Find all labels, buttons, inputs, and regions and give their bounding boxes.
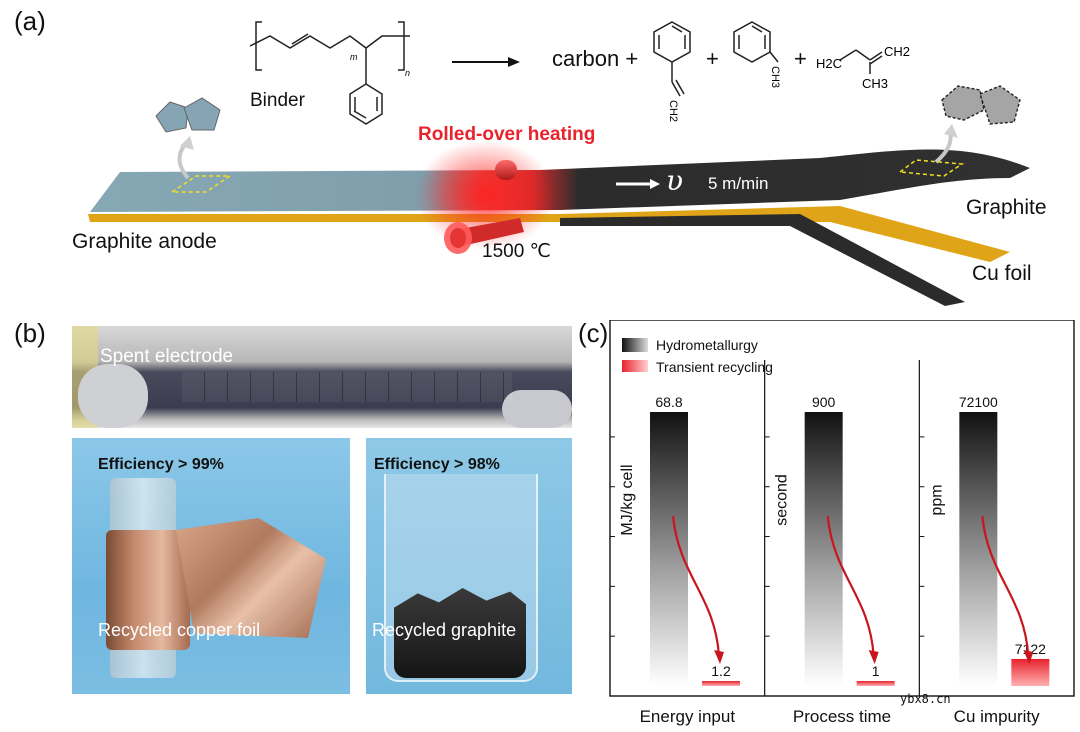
legend-label-transient: Transient recycling	[656, 359, 773, 375]
panel-a-label: (a)	[14, 6, 46, 36]
watermark: ybx8.cn	[900, 692, 951, 706]
binder-molecule-icon	[155, 97, 221, 133]
graphite-strip-branch	[560, 214, 965, 306]
copper-caption: Recycled copper foil	[98, 620, 261, 640]
binder-structure	[249, 21, 410, 125]
graphite-pieces	[394, 588, 526, 678]
roller-bottom	[444, 218, 524, 254]
binder-label: Binder	[250, 90, 305, 111]
speed-value: 5 m/min	[708, 174, 769, 193]
bar-label-hydro-1: 900	[812, 394, 836, 410]
bar-label-hydro-2: 72100	[959, 394, 998, 410]
category-label-2: Cu impurity	[954, 707, 1040, 726]
bar-label-transient-0: 1.2	[711, 663, 731, 679]
reduction-arrowhead-1	[868, 650, 879, 664]
bar-transient-2	[1011, 658, 1050, 686]
reduction-arrow-1	[826, 516, 875, 657]
isoprene-ch2: CH2	[884, 44, 910, 59]
bar-transient-0	[702, 681, 740, 686]
category-label-1: Process time	[793, 707, 891, 726]
legend-swatch-transient	[622, 360, 648, 372]
bar-label-transient-2: 7122	[1015, 641, 1046, 657]
graphite-anode-label: Graphite anode	[72, 230, 217, 253]
glove-right	[502, 390, 572, 428]
bar-label-transient-1: 1	[872, 663, 880, 679]
legend-swatch-hydro	[622, 338, 648, 352]
bar-transient-1	[856, 681, 895, 686]
graphite-photo: Efficiency > 98% Recycled graphite	[366, 438, 572, 694]
glove-left	[78, 364, 148, 428]
spent-electrode-photo: Spent electrode	[72, 326, 572, 428]
reduction-arrow-2	[981, 516, 1030, 657]
roller-top	[495, 160, 517, 180]
speed-symbol: υ	[666, 164, 684, 197]
copper-foil-photo: Efficiency > 99% Recycled copper foil	[72, 438, 350, 694]
y-axis-label-0: MJ/kg cell	[619, 464, 636, 535]
graphite-caption: Recycled graphite	[372, 620, 517, 640]
category-label-0: Energy input	[640, 707, 736, 726]
polymer-m-sub: m	[350, 52, 358, 62]
bar-hydro-2	[959, 412, 998, 686]
decomposed-molecule-icon	[941, 85, 1021, 125]
carbon-product: carbon +	[552, 46, 639, 71]
isoprene-structure	[839, 49, 883, 74]
temperature-label: 1500 ℃	[482, 241, 551, 262]
spent-electrode-label: Spent electrode	[100, 346, 234, 367]
styrene-ch2: CH2	[667, 100, 679, 122]
toluene-structure	[733, 21, 779, 63]
panel-c-label: (c)	[578, 318, 609, 348]
plus-sign-1: +	[706, 46, 719, 71]
plus-sign-2: +	[794, 46, 807, 71]
bar-label-hydro-0: 68.8	[655, 394, 682, 410]
graphite-efficiency: Efficiency > 98%	[374, 456, 500, 473]
electrode-strip	[90, 149, 1030, 212]
cu-foil-label: Cu foil	[972, 262, 1032, 285]
copper-efficiency: Efficiency > 99%	[98, 456, 224, 473]
copper-roll	[106, 530, 190, 650]
polymer-n-sub: n	[405, 68, 410, 78]
y-axis-label-2: ppm	[928, 484, 945, 515]
isoprene-ch3: CH3	[862, 76, 888, 91]
panel-b-label: (b)	[14, 318, 46, 348]
y-axis-label-1: second	[774, 474, 791, 526]
heating-label: Rolled-over heating	[418, 124, 596, 145]
styrene-structure	[653, 21, 691, 97]
reduction-arrow-0	[671, 516, 721, 657]
chart-frame	[609, 320, 1075, 697]
sample-box-right	[897, 159, 965, 177]
reduction-arrowhead-2	[1023, 650, 1034, 664]
toluene-ch3: CH3	[769, 66, 781, 88]
electrode-folds	[182, 372, 512, 402]
reduction-arrowhead-0	[714, 650, 724, 664]
bar-hydro-1	[804, 412, 843, 686]
graphite-label: Graphite	[966, 196, 1047, 219]
legend-label-hydro: Hydrometallurgy	[656, 337, 758, 353]
panel-a-schematic: m n CH2 CH3 H2C CH2 CH3	[88, 21, 1030, 306]
bar-hydro-0	[650, 412, 688, 686]
isoprene-h2c: H2C	[816, 56, 842, 71]
